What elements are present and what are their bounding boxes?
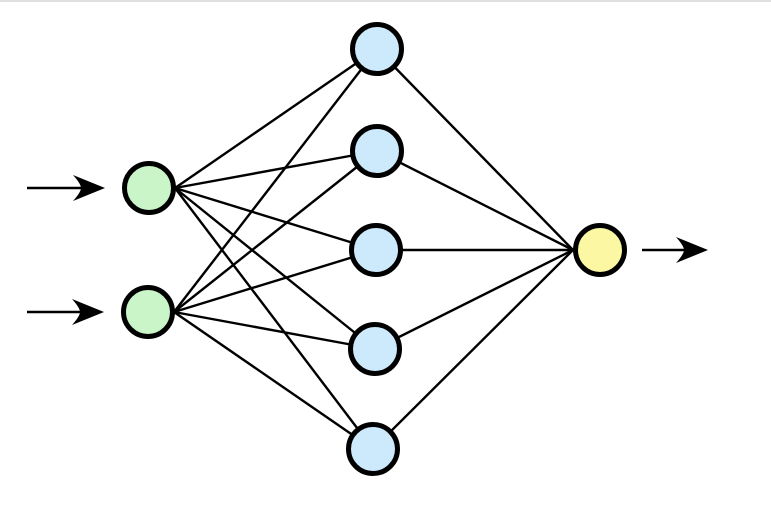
output-arrow-head bbox=[676, 237, 708, 263]
hidden-node-1 bbox=[350, 22, 404, 76]
edge-in1-h2 bbox=[174, 149, 378, 190]
edge-h4-out1 bbox=[374, 248, 574, 351]
input-arrow-1-head bbox=[73, 175, 105, 201]
edge-in1-h3 bbox=[174, 186, 377, 252]
hidden-node-3 bbox=[349, 223, 403, 277]
hidden-node-2 bbox=[350, 124, 404, 178]
edge-in2-h4 bbox=[173, 310, 376, 351]
top-border-line bbox=[0, 0, 771, 2]
edge-h5-out1 bbox=[372, 249, 574, 450]
edge-h1-out1 bbox=[376, 48, 574, 251]
output-node-1 bbox=[573, 223, 627, 277]
edge-in2-h3 bbox=[173, 248, 377, 314]
input-node-1 bbox=[122, 161, 176, 215]
hidden-node-5 bbox=[346, 422, 400, 476]
edge-in1-h4 bbox=[174, 187, 376, 350]
hidden-node-4 bbox=[348, 322, 402, 376]
edge-in1-h1 bbox=[174, 48, 378, 189]
edge-in1-h5 bbox=[174, 187, 374, 450]
edge-in2-h2 bbox=[173, 150, 378, 313]
edge-in2-h1 bbox=[173, 48, 378, 313]
edge-h2-out1 bbox=[376, 149, 574, 252]
input-arrow-2-head bbox=[72, 299, 104, 325]
edge-in2-h5 bbox=[173, 311, 374, 450]
input-node-2 bbox=[121, 285, 175, 339]
